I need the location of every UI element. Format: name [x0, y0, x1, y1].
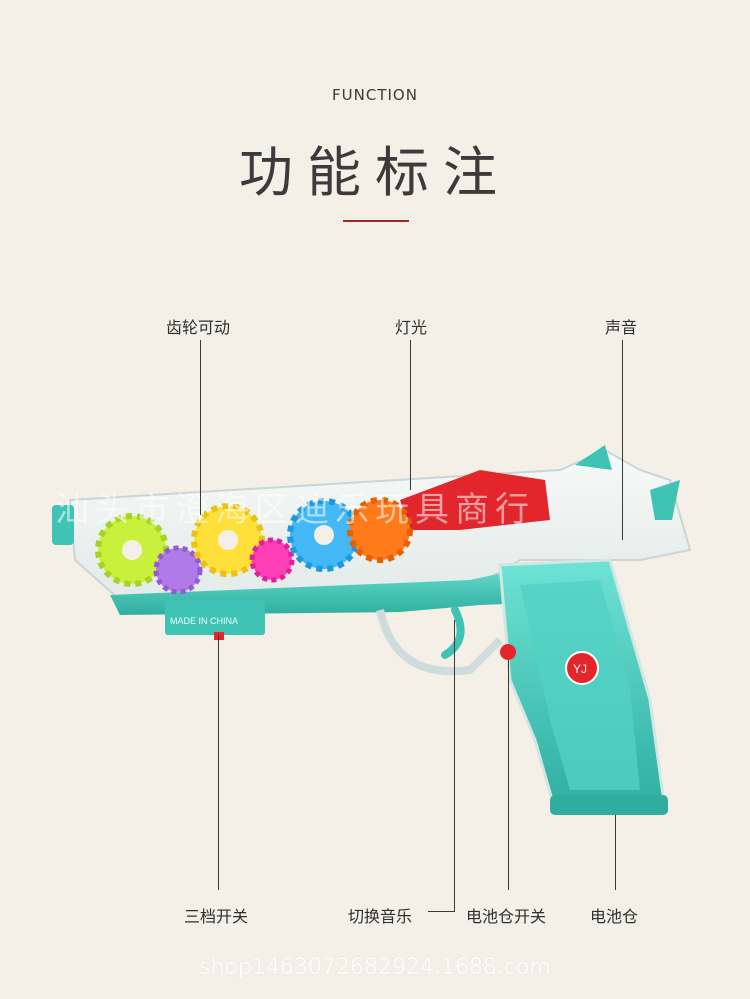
rear-sight — [575, 445, 612, 470]
leader-switch-music — [454, 620, 455, 912]
callout-sound: 声音 — [605, 318, 638, 337]
watermark-text: 汕头市澄海区迪乐玩具商行 — [55, 490, 535, 530]
gear-purple — [153, 545, 203, 595]
gun-muzzle — [52, 505, 74, 545]
gear-orange — [347, 497, 413, 563]
callout-switch-music: 切换音乐 — [348, 907, 413, 926]
accent-divider — [343, 220, 409, 222]
leader-battery-compartment — [615, 815, 616, 890]
three-position-switch — [214, 632, 224, 640]
light-bar — [400, 470, 550, 530]
made-in-label-block — [165, 600, 265, 635]
gear-yellow — [191, 503, 265, 577]
section-title: 功能标注 — [239, 141, 511, 204]
callout-three-switch: 三档开关 — [184, 907, 249, 926]
callout-battery-compartment: 电池仓 — [590, 907, 639, 926]
leader-light — [410, 340, 411, 490]
battery-switch-button — [500, 644, 516, 660]
leader-battery-switch — [508, 660, 509, 890]
grip-base — [550, 795, 668, 815]
leader-sound — [622, 340, 623, 540]
trigger-guard — [376, 609, 503, 676]
badge-circle — [565, 651, 599, 685]
section-eyebrow: FUNCTION — [332, 86, 418, 104]
callout-battery-switch: 电池仓开关 — [466, 907, 547, 926]
hammer — [650, 480, 680, 520]
grip-panel — [520, 580, 640, 790]
shop-url: shop1463072682924.1688.com — [199, 955, 551, 980]
callout-light: 灯光 — [395, 318, 428, 337]
trigger — [441, 606, 465, 659]
callout-gears: 齿轮可动 — [166, 318, 231, 337]
gear-pink — [249, 537, 295, 583]
leader-switch-music-h — [428, 911, 455, 912]
made-in-label: MADE IN CHINA — [170, 616, 238, 626]
leader-three-switch — [218, 635, 219, 890]
leader-gears — [200, 340, 201, 515]
badge-text: YJ — [573, 662, 587, 676]
